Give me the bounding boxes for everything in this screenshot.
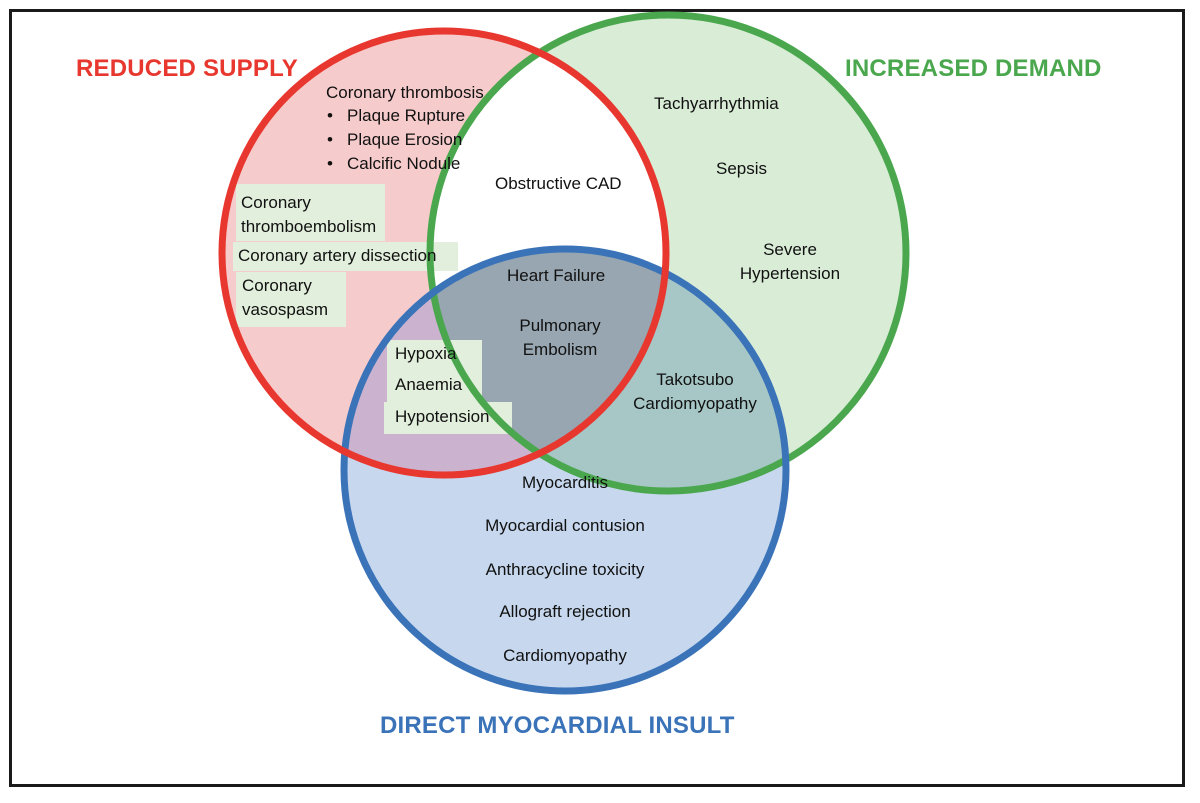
supply-circle-outline — [218, 27, 670, 479]
dissection-box — [233, 242, 458, 271]
tachyarrhythmia-label: Tachyarrhythmia — [654, 94, 779, 113]
thromboembolism-line2: thromboembolism — [241, 217, 377, 236]
hypoxia-label: Hypoxia — [395, 344, 457, 363]
takotsubo-line2: Cardiomyopathy — [633, 394, 757, 413]
demand-circle-outline — [426, 11, 910, 495]
obstructive-cad-label: Obstructive CAD — [495, 174, 622, 193]
hypotension-label: Hypotension — [395, 407, 490, 426]
hypertension-line1: Severe — [763, 240, 817, 259]
vasospasm-line1: Coronary — [242, 276, 312, 295]
vasospasm-line2: vasospasm — [242, 300, 328, 319]
coronary-dissection-label: Coronary artery dissection — [238, 246, 437, 265]
insult-circle-outline — [340, 245, 790, 695]
heading-reduced-supply: REDUCED SUPPLY — [76, 55, 298, 82]
myocarditis-label: Myocarditis — [522, 473, 608, 492]
heading-direct-myocardial-insult: DIRECT MYOCARDIAL INSULT — [380, 712, 735, 739]
coronary-thrombosis-label: Coronary thrombosis — [326, 83, 484, 102]
vasospasm-box — [236, 272, 346, 327]
thromboembolism-line1: Coronary — [241, 193, 311, 212]
takotsubo-line1: Takotsubo — [656, 370, 734, 389]
heart-failure-label: Heart Failure — [507, 266, 606, 285]
plaque-erosion-item: Plaque Erosion — [327, 128, 462, 152]
hypoxia-box — [387, 340, 482, 367]
myocardial-contusion-label: Myocardial contusion — [485, 516, 645, 535]
anthracycline-toxicity-label: Anthracycline toxicity — [485, 560, 645, 579]
plaque-rupture-item: Plaque Rupture — [327, 104, 465, 128]
cardiomyopathy-label: Cardiomyopathy — [503, 646, 627, 665]
thromboembolism-box — [236, 184, 385, 241]
pulmonary-embolism-line2: Embolism — [522, 340, 598, 359]
sepsis-label: Sepsis — [716, 159, 768, 178]
heading-increased-demand: INCREASED DEMAND — [845, 55, 1102, 82]
anaemia-label: Anaemia — [395, 375, 463, 394]
pulmonary-embolism-line1: Pulmonary — [519, 316, 601, 335]
allograft-rejection-label: Allograft rejection — [499, 602, 631, 621]
calcific-nodule-item: Calcific Nodule — [327, 152, 460, 176]
hypertension-line2: Hypertension — [739, 264, 841, 283]
